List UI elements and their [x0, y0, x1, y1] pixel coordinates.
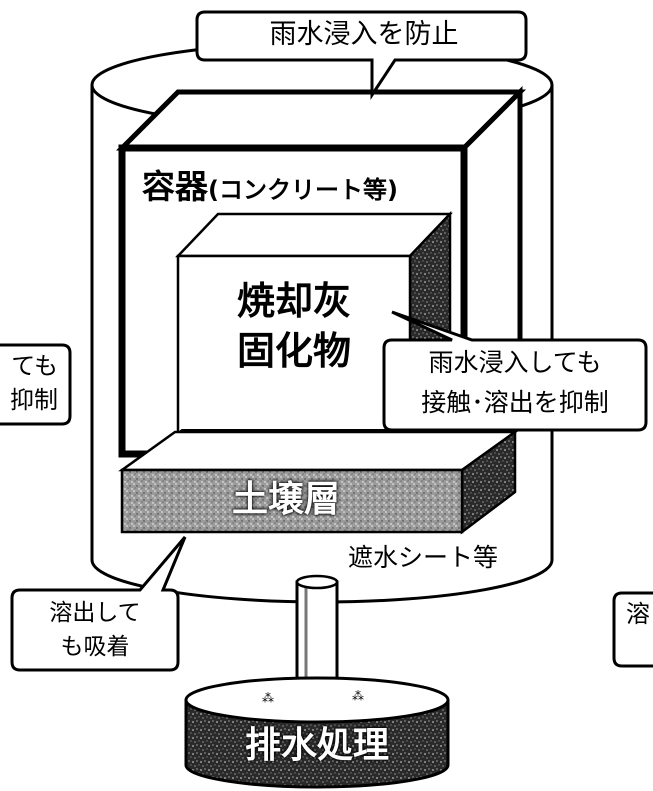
container-title: 容器 — [142, 167, 208, 206]
adsorb-callout-shape — [10, 536, 187, 672]
ash-label-line1: 焼却灰 — [236, 279, 351, 323]
drip-mark: ⁂ — [352, 689, 364, 703]
soil-layer — [118, 429, 519, 535]
ash-label-line2: 固化物 — [236, 329, 351, 373]
contact-callout-line1: 雨水浸入しても — [428, 348, 602, 377]
adsorb-callout-line2: も吸着 — [60, 634, 130, 660]
drain-tank: ⁂ ⁂ — [184, 676, 450, 789]
right-partial-callout-shape — [612, 591, 653, 668]
soil-layer-label: 土壌層 — [232, 479, 341, 520]
contact-callout-shape — [382, 310, 648, 432]
drip-mark: ⁂ — [262, 691, 274, 705]
sheet-label: 遮水シート等 — [348, 543, 499, 572]
left-partial-callout-shape — [0, 343, 72, 426]
container-note: (コンクリート等) — [208, 176, 398, 204]
top-callout-text: 雨水浸入を防止 — [269, 19, 459, 50]
drain-label: 排水処理 — [244, 725, 389, 766]
left-partial-line1: ても — [11, 352, 58, 380]
left-partial-callout: ても 抑制 — [0, 350, 66, 420]
drain-pipe — [295, 574, 339, 694]
right-partial-callout-text: 溶 — [626, 600, 650, 628]
left-partial-line2: 抑制 — [10, 386, 58, 414]
container-label: 容器(コンクリート等) — [142, 170, 398, 203]
contact-callout-line2: 接触･溶出を抑制 — [421, 388, 609, 417]
top-callout-shape — [195, 10, 528, 101]
adsorb-callout-line1: 溶出して — [49, 600, 141, 626]
